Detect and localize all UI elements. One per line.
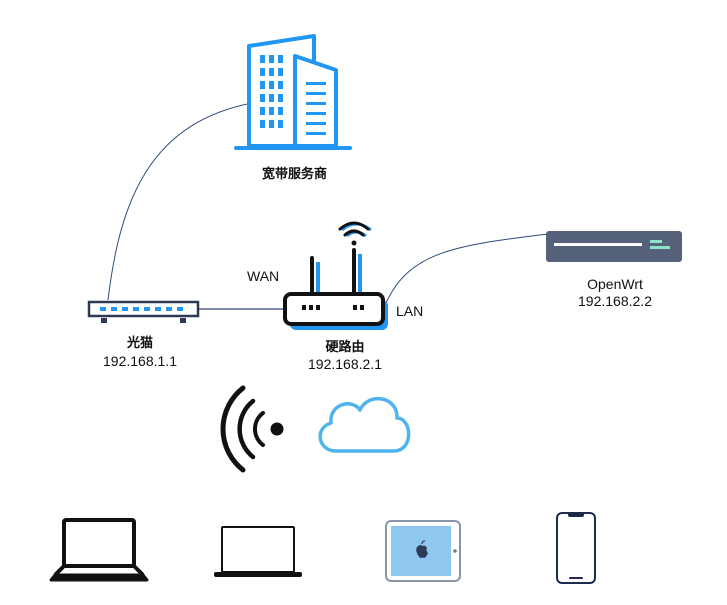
cloud-icon	[318, 396, 411, 453]
router-openwrt-link	[385, 233, 549, 304]
openwrt-ip-label: 192.168.2.2	[578, 293, 652, 309]
wifi-signal-icon	[220, 385, 284, 473]
tablet-icon	[385, 520, 461, 582]
router-name-label: 硬路由	[325, 340, 365, 355]
laptop-icon	[49, 518, 149, 582]
modem-ip-label: 192.168.1.1	[103, 353, 177, 369]
router-ip-label: 192.168.2.1	[308, 356, 382, 372]
openwrt-name-label: OpenWrt	[587, 276, 643, 292]
router-wan-label: WAN	[247, 268, 280, 284]
server-icon	[546, 231, 682, 262]
router-icon	[283, 221, 388, 330]
phone-icon	[556, 512, 596, 584]
building-icon	[234, 34, 352, 150]
router-lan-label: LAN	[396, 303, 424, 319]
laptop-outline-icon	[214, 526, 302, 577]
modem-icon	[87, 300, 200, 323]
modem-name-label: 光猫	[126, 336, 153, 351]
isp-label: 宽带服务商	[262, 167, 328, 182]
isp-modem-link	[107, 101, 259, 301]
